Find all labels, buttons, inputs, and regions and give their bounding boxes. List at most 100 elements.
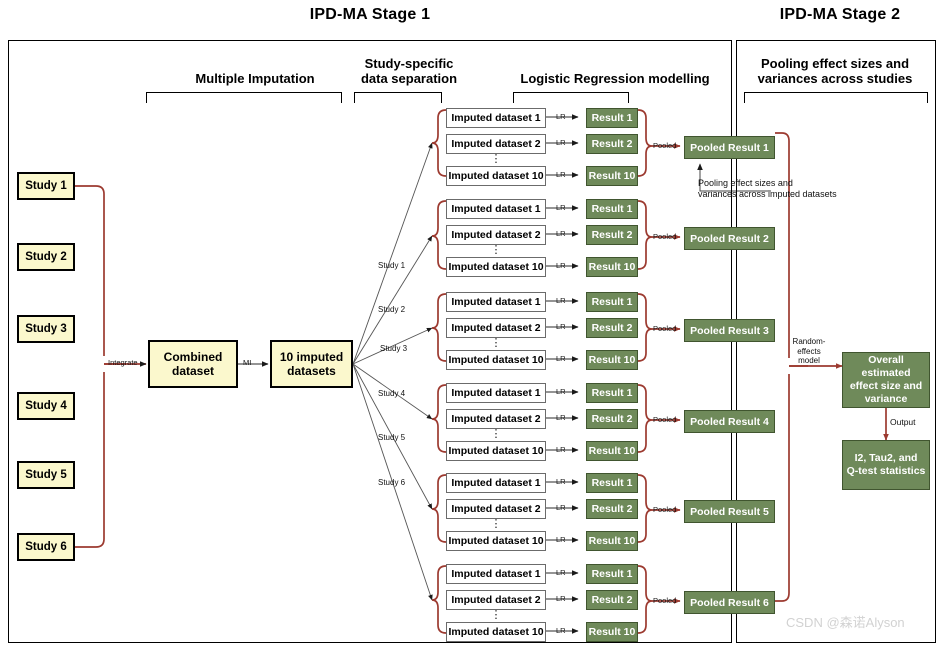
row-ellipsis: ⋮ (490, 153, 502, 165)
imputed-dataset-box[interactable]: Imputed dataset 2 (446, 134, 546, 154)
pooled-connector-label: Pooled (653, 232, 677, 241)
imputed-dataset-box[interactable]: Imputed dataset 1 (446, 473, 546, 493)
statistics-box[interactable]: I2, Tau2, and Q-test statistics (842, 440, 930, 490)
result-box[interactable]: Result 2 (586, 225, 638, 245)
imputed-dataset-box[interactable]: Imputed dataset 1 (446, 383, 546, 403)
result-box[interactable]: Result 1 (586, 108, 638, 128)
imputed-dataset-box[interactable]: Imputed dataset 10 (446, 350, 546, 370)
result-box[interactable]: Result 2 (586, 590, 638, 610)
phase-bracket-multiple-imputation (146, 92, 342, 103)
study-box-1[interactable]: Study 1 (17, 172, 75, 200)
result-box[interactable]: Result 1 (586, 292, 638, 312)
phase-bracket-logistic-regression (513, 92, 629, 103)
imputed-dataset-box[interactable]: Imputed dataset 2 (446, 590, 546, 610)
phase-label-multiple-imputation: Multiple Imputation (195, 71, 315, 86)
result-box[interactable]: Result 2 (586, 318, 638, 338)
lr-connector-label: LR (556, 503, 566, 512)
fan-label-study-6: Study 6 (378, 478, 406, 487)
result-box[interactable]: Result 10 (586, 350, 638, 370)
watermark: CSDN @森诺Alyson (786, 615, 905, 630)
lr-connector-label: LR (556, 354, 566, 363)
lr-connector-label: LR (556, 594, 566, 603)
pooled-result-box[interactable]: Pooled Result 3 (684, 319, 775, 342)
lr-connector-label: LR (556, 626, 566, 635)
lr-connector-label: LR (556, 261, 566, 270)
lr-connector-label: LR (556, 322, 566, 331)
result-box[interactable]: Result 10 (586, 531, 638, 551)
pooled-result-box[interactable]: Pooled Result 2 (684, 227, 775, 250)
row-ellipsis: ⋮ (490, 609, 502, 621)
pooled-result-box[interactable]: Pooled Result 5 (684, 500, 775, 523)
result-box[interactable]: Result 1 (586, 473, 638, 493)
fan-label-study-4: Study 4 (378, 389, 406, 398)
combined-dataset-line2: dataset (171, 364, 215, 378)
fan-label-study-5: Study 5 (378, 433, 406, 442)
imputed-dataset-box[interactable]: Imputed dataset 1 (446, 108, 546, 128)
random-effects-label: Random- effects model (785, 337, 833, 366)
pooling-note-line2: variances across imputed datasets (698, 189, 837, 199)
pooling-note: Pooling effect sizes and variances acros… (698, 178, 868, 200)
result-box[interactable]: Result 10 (586, 166, 638, 186)
result-box[interactable]: Result 2 (586, 134, 638, 154)
phase-bracket-data-separation (354, 92, 442, 103)
overall-estimate-line3: variance (864, 393, 908, 405)
pooled-result-box[interactable]: Pooled Result 4 (684, 410, 775, 433)
imputed-dataset-box[interactable]: Imputed dataset 2 (446, 409, 546, 429)
result-box[interactable]: Result 10 (586, 257, 638, 277)
row-ellipsis: ⋮ (490, 244, 502, 256)
imputed-dataset-box[interactable]: Imputed dataset 1 (446, 199, 546, 219)
combined-dataset-box[interactable]: Combined dataset (148, 340, 238, 388)
result-box[interactable]: Result 10 (586, 622, 638, 642)
imputed-dataset-box[interactable]: Imputed dataset 1 (446, 564, 546, 584)
imputed-dataset-box[interactable]: Imputed dataset 10 (446, 441, 546, 461)
lr-connector-label: LR (556, 445, 566, 454)
row-ellipsis: ⋮ (490, 337, 502, 349)
imputed-dataset-box[interactable]: Imputed dataset 2 (446, 318, 546, 338)
imputed-dataset-box[interactable]: Imputed dataset 10 (446, 622, 546, 642)
imputed-dataset-box[interactable]: Imputed dataset 10 (446, 166, 546, 186)
imputed-datasets-line1: 10 imputed (279, 350, 344, 364)
study-box-5[interactable]: Study 5 (17, 461, 75, 489)
result-box[interactable]: Result 1 (586, 199, 638, 219)
result-box[interactable]: Result 1 (586, 383, 638, 403)
pooling-note-line1: Pooling effect sizes and (698, 178, 793, 188)
result-box[interactable]: Result 1 (586, 564, 638, 584)
pooled-result-box[interactable]: Pooled Result 1 (684, 136, 775, 159)
imputed-datasets-box[interactable]: 10 imputed datasets (270, 340, 353, 388)
result-box[interactable]: Result 2 (586, 409, 638, 429)
random-effects-line3: model (798, 356, 820, 365)
lr-connector-label: LR (556, 112, 566, 121)
phase-label-pooling-line1: Pooling effect sizes and (760, 56, 910, 71)
stage1-frame (8, 40, 732, 643)
result-box[interactable]: Result 2 (586, 499, 638, 519)
imputed-dataset-box[interactable]: Imputed dataset 10 (446, 257, 546, 277)
output-label: Output (890, 417, 916, 427)
statistics-line1: I2, Tau2, and (854, 452, 918, 464)
study-box-6[interactable]: Study 6 (17, 533, 75, 561)
imputed-dataset-box[interactable]: Imputed dataset 1 (446, 292, 546, 312)
pooled-result-box[interactable]: Pooled Result 6 (684, 591, 775, 614)
lr-connector-label: LR (556, 203, 566, 212)
stage-title-1: IPD-MA Stage 1 (309, 6, 431, 23)
study-box-3[interactable]: Study 3 (17, 315, 75, 343)
imputed-dataset-box[interactable]: Imputed dataset 2 (446, 499, 546, 519)
overall-estimate-line2: effect size and (849, 380, 923, 392)
lr-connector-label: LR (556, 138, 566, 147)
study-box-2[interactable]: Study 2 (17, 243, 75, 271)
combined-dataset-line1: Combined (163, 350, 223, 364)
row-ellipsis: ⋮ (490, 428, 502, 440)
imputed-dataset-box[interactable]: Imputed dataset 2 (446, 225, 546, 245)
pooled-connector-label: Pooled (653, 505, 677, 514)
pooled-connector-label: Pooled (653, 415, 677, 424)
imputed-datasets-line2: datasets (287, 364, 336, 378)
row-ellipsis: ⋮ (490, 518, 502, 530)
lr-connector-label: LR (556, 413, 566, 422)
result-box[interactable]: Result 10 (586, 441, 638, 461)
study-box-4[interactable]: Study 4 (17, 392, 75, 420)
imputed-dataset-box[interactable]: Imputed dataset 10 (446, 531, 546, 551)
random-effects-line2: effects (797, 346, 821, 356)
overall-estimate-box[interactable]: Overall estimated effect size and varian… (842, 352, 930, 408)
overall-estimate-line1: Overall estimated (861, 354, 911, 379)
fan-label-study-1: Study 1 (378, 261, 406, 270)
